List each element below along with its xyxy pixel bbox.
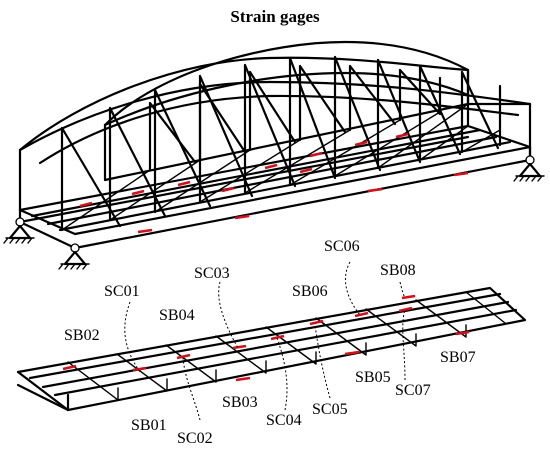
gage-mark xyxy=(131,189,145,196)
label-sb01: SB01 xyxy=(131,417,167,434)
label-sc07: SC07 xyxy=(395,382,431,399)
gage-mark xyxy=(309,319,324,326)
label-sb04: SB04 xyxy=(159,307,195,324)
label-sc01: SC01 xyxy=(104,283,140,300)
deck-front-edge xyxy=(18,158,532,250)
label-sb06: SB06 xyxy=(292,283,328,300)
support-pin-right xyxy=(513,155,545,182)
rear-arch-outer xyxy=(103,40,470,127)
front-arch-outer-2 xyxy=(18,80,532,152)
bridge-3d-view xyxy=(3,40,545,270)
deck-plan-outline xyxy=(16,286,527,412)
label-sc03: SC03 xyxy=(194,265,230,282)
gage-mark xyxy=(79,201,93,208)
label-sc05: SC05 xyxy=(312,401,348,418)
deck-plan-cross-beams xyxy=(67,291,506,401)
deck-plan-gage-marks xyxy=(62,294,470,382)
deck-plan-stringer-1 xyxy=(28,292,502,380)
gage-mark xyxy=(299,167,313,174)
gage-mark xyxy=(344,350,360,356)
gage-mark xyxy=(401,294,416,300)
label-sc02: SC02 xyxy=(177,430,213,447)
label-sb08: SB08 xyxy=(380,262,416,279)
rear-truss-members xyxy=(148,64,442,172)
gage-mark xyxy=(177,180,191,187)
gage-mark xyxy=(354,311,369,318)
gage-mark xyxy=(309,151,323,158)
label-sc04: SC04 xyxy=(266,412,302,429)
rear-arch-inner xyxy=(103,71,470,127)
label-sc06: SC06 xyxy=(324,238,360,255)
label-sb03: SB03 xyxy=(222,394,258,411)
diagram-title: Strain gages xyxy=(230,7,320,26)
gage-mark xyxy=(234,214,250,220)
deck-front-top xyxy=(18,145,532,236)
label-sb02: SB02 xyxy=(64,327,100,344)
support-pin-front xyxy=(58,243,90,270)
gage-mark xyxy=(176,353,191,360)
deck-rail-3 xyxy=(58,140,512,232)
gage-mark xyxy=(455,330,470,336)
label-sb05: SB05 xyxy=(355,369,391,386)
label-sb07: SB07 xyxy=(440,349,476,366)
gage-mark xyxy=(453,171,469,177)
gage-mark xyxy=(270,334,285,341)
gage-mark xyxy=(398,306,413,313)
support-pin-left xyxy=(3,217,35,244)
front-truss-members xyxy=(60,55,502,232)
gage-mark xyxy=(221,186,235,193)
leader-lines xyxy=(124,261,406,421)
deck-plan-view: SC01 SC03 SC06 SB08 SB06 SB04 SB02 SB07 … xyxy=(16,238,527,447)
deck-plan-stringer-4 xyxy=(16,383,70,412)
gage-mark xyxy=(132,366,147,372)
gage-mark xyxy=(232,344,247,350)
deck-rail-2 xyxy=(46,135,498,226)
deck-plan-stringer-3 xyxy=(53,308,518,397)
gage-mark xyxy=(367,187,383,193)
rear-chord xyxy=(103,102,470,182)
gage-mark xyxy=(137,228,153,234)
gage-mark xyxy=(62,364,77,371)
bridge-gage-marks xyxy=(79,132,469,234)
gage-mark xyxy=(354,140,368,147)
front-arch-outer xyxy=(18,56,532,212)
gage-mark xyxy=(264,163,278,170)
gage-mark xyxy=(235,376,251,382)
gage-mark xyxy=(395,132,409,139)
deck-plan-stringer-2 xyxy=(41,300,510,389)
floor-beams xyxy=(61,103,501,231)
